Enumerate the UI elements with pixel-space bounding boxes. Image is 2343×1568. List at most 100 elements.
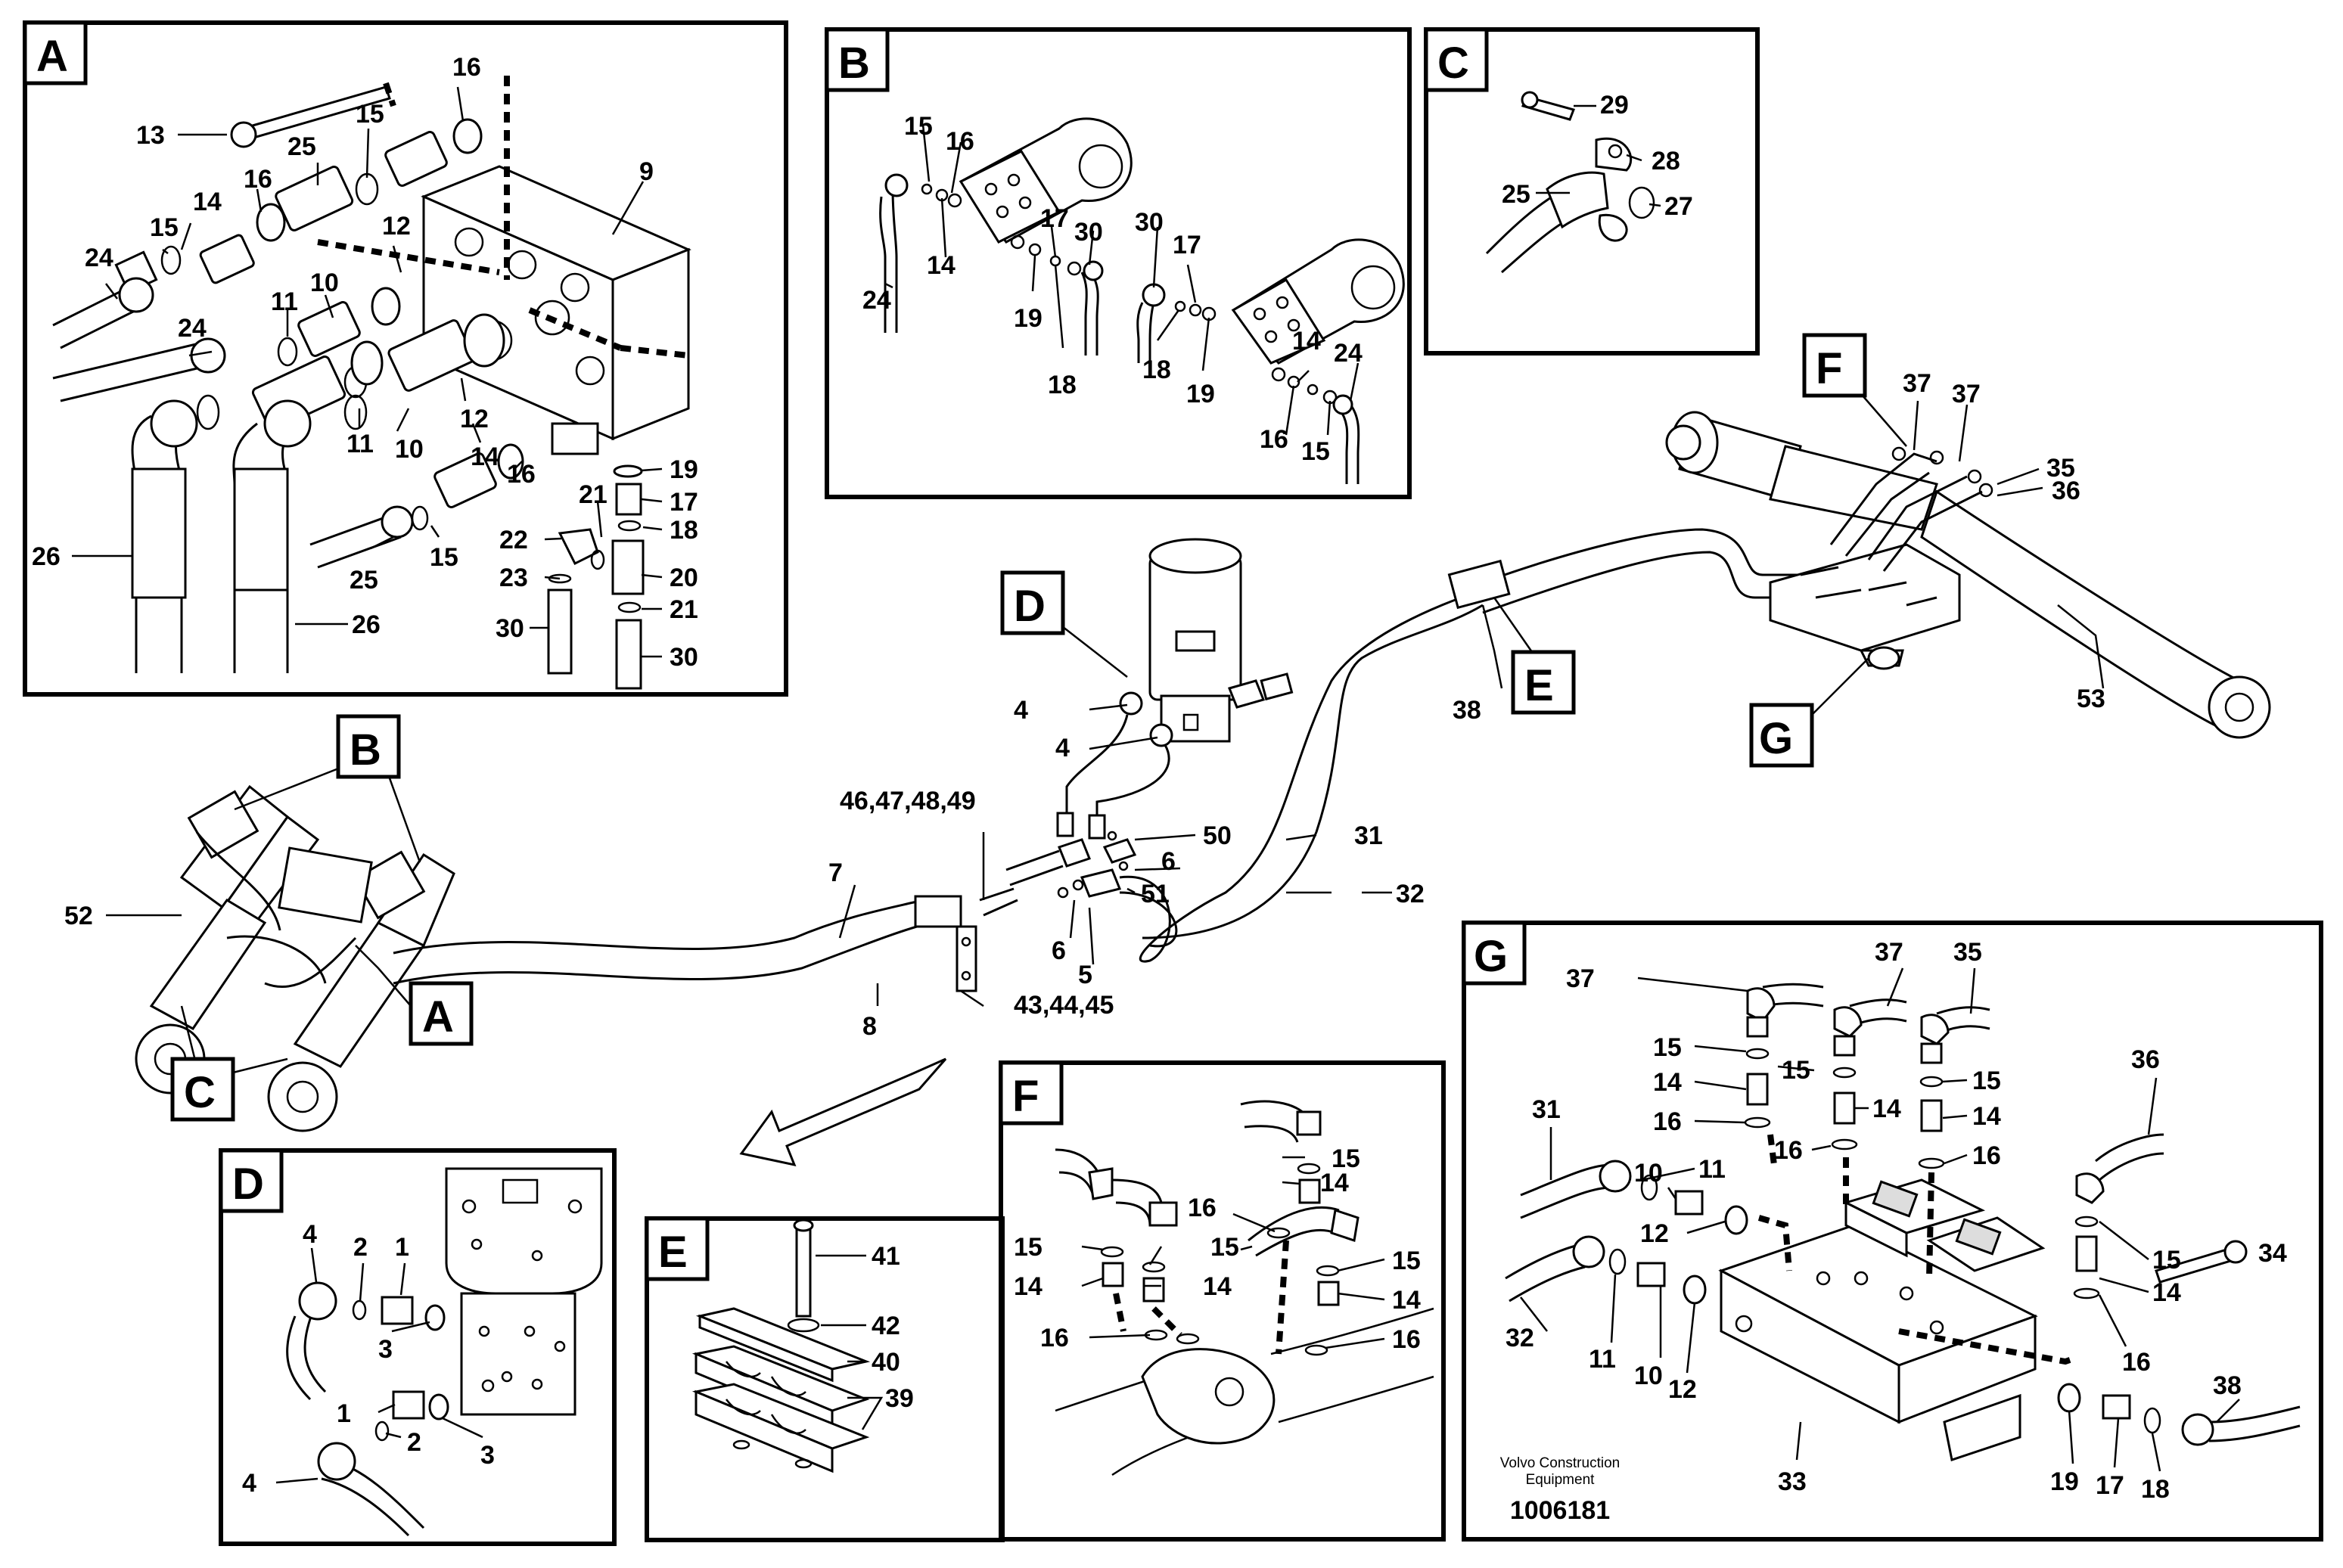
label-19: 19 bbox=[670, 455, 698, 484]
label-15: 15 bbox=[1653, 1033, 1682, 1062]
label-24: 24 bbox=[862, 286, 891, 315]
label-10: 10 bbox=[1634, 1362, 1663, 1390]
valve-block-9 bbox=[317, 76, 691, 455]
label-52: 52 bbox=[64, 902, 93, 930]
label-38: 38 bbox=[2213, 1371, 2242, 1400]
label-15: 15 bbox=[2152, 1246, 2181, 1275]
label-32: 32 bbox=[1396, 880, 1425, 908]
document-number: 1006181 bbox=[1510, 1496, 1610, 1525]
label-22: 22 bbox=[499, 526, 528, 554]
label-35: 35 bbox=[1953, 938, 1982, 967]
label-10: 10 bbox=[1634, 1159, 1663, 1188]
label-43-45: 43,44,45 bbox=[1014, 991, 1114, 1020]
label-28: 28 bbox=[1652, 147, 1680, 175]
label-14: 14 bbox=[2152, 1278, 2181, 1307]
fittings-row-mid bbox=[52, 287, 505, 431]
label-12: 12 bbox=[460, 405, 489, 433]
label-5: 5 bbox=[1078, 961, 1092, 989]
label-15: 15 bbox=[904, 112, 933, 141]
label-4: 4 bbox=[1055, 734, 1070, 762]
label-25: 25 bbox=[350, 566, 378, 595]
label-37: 37 bbox=[1903, 369, 1931, 398]
panel-c-tag: C bbox=[1437, 39, 1469, 88]
label-11: 11 bbox=[271, 287, 298, 316]
label-23: 23 bbox=[499, 564, 528, 592]
label-12: 12 bbox=[1640, 1219, 1669, 1248]
label-30: 30 bbox=[670, 643, 698, 672]
label-12: 12 bbox=[382, 212, 411, 241]
label-16: 16 bbox=[946, 127, 974, 156]
label-51: 51 bbox=[1141, 880, 1170, 908]
label-16: 16 bbox=[1972, 1141, 2001, 1170]
main-tag-b: B bbox=[350, 725, 381, 775]
label-26: 26 bbox=[32, 542, 61, 571]
label-16: 16 bbox=[2122, 1348, 2151, 1377]
label-26: 26 bbox=[352, 610, 381, 639]
label-19: 19 bbox=[1186, 380, 1215, 408]
label-19: 19 bbox=[2050, 1467, 2079, 1496]
panel-f-tag: F bbox=[1012, 1072, 1039, 1121]
label-16: 16 bbox=[1653, 1107, 1682, 1136]
label-4: 4 bbox=[1014, 696, 1028, 725]
main-tag-a: A bbox=[422, 992, 454, 1042]
detail-panel-f: F 15 14 16 15 15 15 14 14 1 bbox=[999, 1060, 1446, 1542]
label-17: 17 bbox=[670, 488, 698, 517]
label-15: 15 bbox=[150, 213, 179, 242]
label-32: 32 bbox=[1506, 1324, 1534, 1352]
label-36: 36 bbox=[2131, 1045, 2160, 1074]
label-50: 50 bbox=[1203, 821, 1232, 850]
label-16: 16 bbox=[507, 460, 536, 489]
detail-panel-b: B 15 16 24 14 17 30 19 1 bbox=[825, 27, 1412, 499]
detail-panel-c: C 29 28 25 27 bbox=[1424, 27, 1760, 356]
label-15: 15 bbox=[1332, 1144, 1360, 1173]
main-tag-f: F bbox=[1816, 344, 1842, 393]
label-24: 24 bbox=[85, 244, 113, 272]
label-27: 27 bbox=[1664, 192, 1693, 221]
label-14: 14 bbox=[471, 442, 499, 471]
label-24: 24 bbox=[178, 314, 207, 343]
label-15: 15 bbox=[1392, 1247, 1421, 1275]
label-25: 25 bbox=[287, 132, 316, 161]
label-30: 30 bbox=[496, 614, 524, 643]
label-3: 3 bbox=[480, 1441, 495, 1470]
label-14: 14 bbox=[1653, 1068, 1682, 1097]
label-14: 14 bbox=[1203, 1272, 1232, 1301]
hoses-26 bbox=[131, 399, 312, 673]
brand-line-2: Equipment bbox=[1526, 1472, 1596, 1488]
main-tag-c: C bbox=[184, 1068, 216, 1117]
label-14: 14 bbox=[1292, 327, 1321, 356]
label-31: 31 bbox=[1532, 1095, 1561, 1124]
label-15: 15 bbox=[1210, 1233, 1239, 1262]
label-30: 30 bbox=[1074, 218, 1103, 247]
label-14: 14 bbox=[1872, 1094, 1901, 1123]
label-18: 18 bbox=[1048, 371, 1077, 399]
panel-g-tag: G bbox=[1474, 932, 1508, 981]
fitting-stack-right bbox=[547, 464, 645, 690]
label-15: 15 bbox=[1014, 1233, 1043, 1262]
label-18: 18 bbox=[670, 516, 698, 545]
label-40: 40 bbox=[872, 1348, 900, 1377]
label-15: 15 bbox=[1972, 1067, 2001, 1095]
label-1: 1 bbox=[337, 1399, 351, 1428]
brand-line-1: Volvo Construction bbox=[1500, 1455, 1620, 1471]
panel-b-tag: B bbox=[838, 39, 870, 88]
label-39: 39 bbox=[885, 1384, 914, 1413]
label-14: 14 bbox=[927, 251, 956, 280]
label-18: 18 bbox=[2141, 1475, 2170, 1504]
label-11: 11 bbox=[1589, 1345, 1616, 1374]
label-13: 13 bbox=[136, 121, 165, 150]
label-11: 11 bbox=[1698, 1155, 1726, 1184]
label-1: 1 bbox=[395, 1233, 409, 1262]
label-33: 33 bbox=[1778, 1467, 1807, 1496]
label-46-49: 46,47,48,49 bbox=[840, 787, 976, 815]
label-17: 17 bbox=[1040, 204, 1069, 233]
label-14: 14 bbox=[1972, 1102, 2001, 1131]
label-35: 35 bbox=[2046, 454, 2075, 483]
label-6: 6 bbox=[1052, 936, 1066, 965]
label-37: 37 bbox=[1952, 380, 1981, 408]
panel-a-tag: A bbox=[36, 32, 68, 81]
direction-arrow bbox=[739, 1057, 947, 1167]
label-24: 24 bbox=[1334, 339, 1363, 368]
label-14: 14 bbox=[1392, 1286, 1421, 1315]
panel-d-tag: D bbox=[232, 1160, 264, 1209]
